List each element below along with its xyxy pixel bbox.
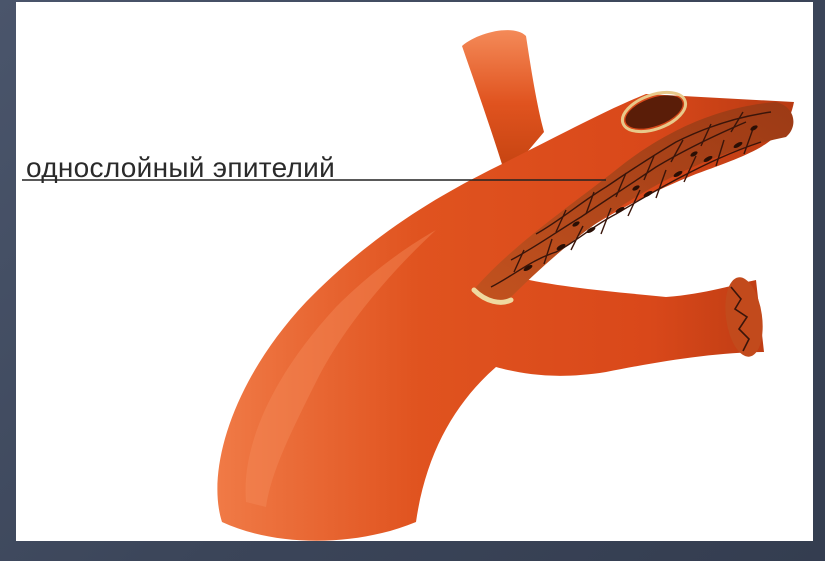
- blood-vessel-illustration: [16, 2, 813, 541]
- diagram-canvas: однослойный эпителий: [16, 2, 813, 541]
- epithelium-label: однослойный эпителий: [26, 152, 335, 184]
